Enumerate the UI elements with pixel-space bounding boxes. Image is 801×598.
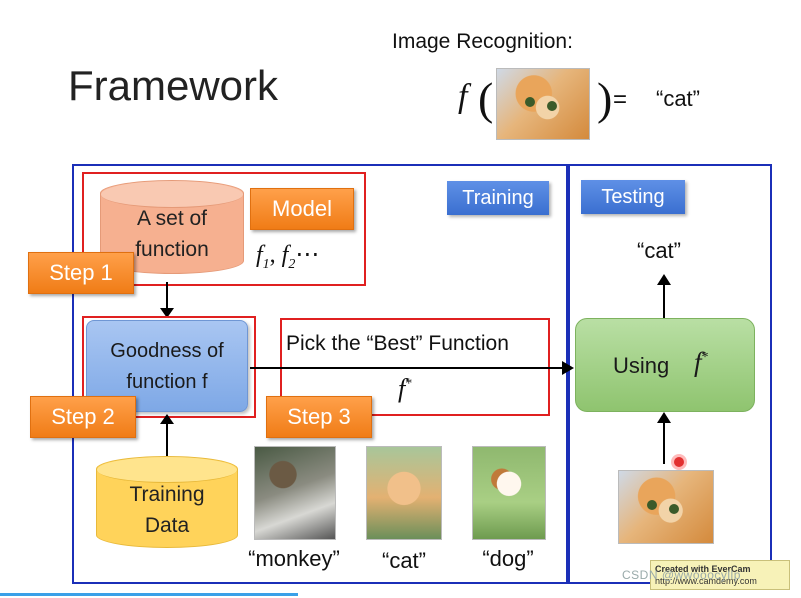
arrow-using-to-output — [663, 282, 665, 318]
model-tag: Model — [250, 188, 354, 230]
function-set-cylinder: A set of function — [100, 180, 244, 274]
kitten-image — [366, 446, 442, 540]
pick-best-f-star: f* — [398, 374, 413, 403]
using-f-star: f* — [694, 347, 709, 377]
test-cat-image — [618, 470, 714, 544]
pick-best-label: Pick the “Best” Function — [286, 332, 509, 355]
training-data-line1: Training — [129, 483, 205, 506]
arrow-image-to-using — [663, 420, 665, 464]
arrowhead-up-3 — [657, 412, 671, 423]
recognition-output: “cat” — [656, 86, 700, 111]
function-set-line1: A set of — [136, 207, 208, 230]
left-paren: ( — [478, 73, 494, 124]
function-list: f1, f2⋯ — [256, 242, 320, 272]
arrowhead-up-2 — [657, 274, 671, 285]
image-recognition-label: Image Recognition: — [392, 30, 573, 53]
testing-output: “cat” — [637, 238, 681, 263]
training-data-line2: Data — [144, 514, 190, 537]
slide-title: Framework — [68, 62, 279, 109]
step-3-tag: Step 3 — [266, 396, 372, 438]
arrow-goodness-to-using — [250, 367, 566, 369]
step-1-tag: Step 1 — [28, 252, 134, 294]
cursor-dot — [674, 457, 684, 467]
model-highlight — [82, 172, 366, 286]
arrowhead-up-1 — [160, 414, 174, 424]
arrowhead-right — [562, 361, 574, 375]
training-tag: Training — [447, 181, 549, 215]
csdn-watermark: CSDN @wwooocyllp — [622, 568, 741, 582]
dog-image — [472, 446, 546, 540]
goodness-line1: Goodness of — [110, 340, 224, 362]
right-paren: ) — [597, 73, 613, 124]
example-label-monkey: “monkey” — [248, 546, 340, 571]
progress-bar — [0, 593, 298, 596]
evercam-watermark: Created with EverCam http://www.camdemy.… — [650, 560, 790, 590]
training-data-cylinder: Training Data — [96, 456, 238, 548]
using-label: Using — [613, 353, 670, 378]
goodness-box: Goodness of function f — [86, 320, 248, 412]
arrow-data-to-goodness — [166, 422, 168, 462]
equals-sign: = — [613, 86, 628, 113]
function-symbol: f — [458, 78, 468, 115]
using-f-star-box: Using f* — [575, 318, 755, 412]
arrowhead-down-1 — [160, 308, 174, 318]
testing-tag: Testing — [581, 180, 685, 214]
monkey-image — [254, 446, 336, 540]
step-2-tag: Step 2 — [30, 396, 136, 438]
function-set-line2: function — [135, 238, 209, 261]
goodness-line2: function f — [126, 371, 208, 393]
example-label-dog: “dog” — [482, 546, 534, 571]
cat-input-image — [496, 68, 590, 140]
arrow-model-to-goodness — [166, 282, 168, 312]
example-label-cat: “cat” — [382, 548, 426, 573]
